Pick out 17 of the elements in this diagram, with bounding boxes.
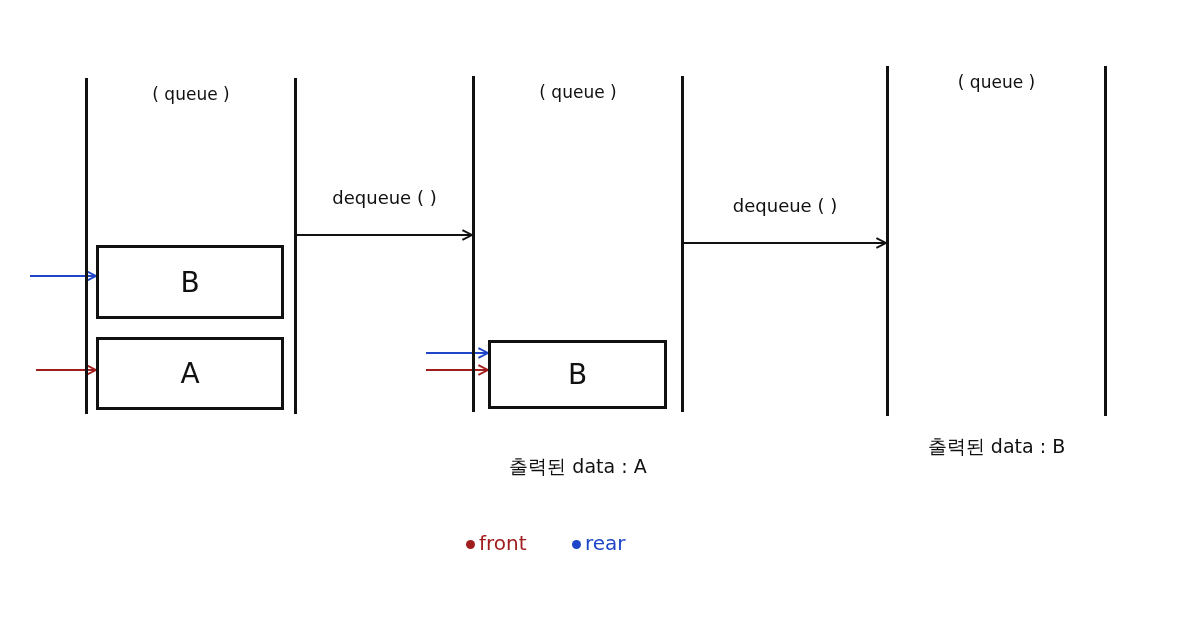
legend-text: rear <box>585 531 626 555</box>
data-box: A <box>96 337 284 410</box>
queue-label: ( queue ) <box>152 84 230 104</box>
data-box: B <box>96 245 284 319</box>
queue-container <box>85 78 297 414</box>
pointer-arrow <box>35 364 97 376</box>
pointer-arrow <box>29 270 97 282</box>
output-caption: 출력된 data : A <box>509 455 647 477</box>
data-box: B <box>488 340 667 409</box>
pointer-arrow <box>425 364 489 376</box>
queue-label: ( queue ) <box>957 72 1036 92</box>
arrow <box>683 237 887 249</box>
legend-text: front <box>479 531 527 555</box>
output-caption: 출력된 data : B <box>927 435 1066 457</box>
pointer-arrow <box>425 347 489 359</box>
queue-label: ( queue ) <box>539 82 617 102</box>
arrow <box>296 229 473 241</box>
